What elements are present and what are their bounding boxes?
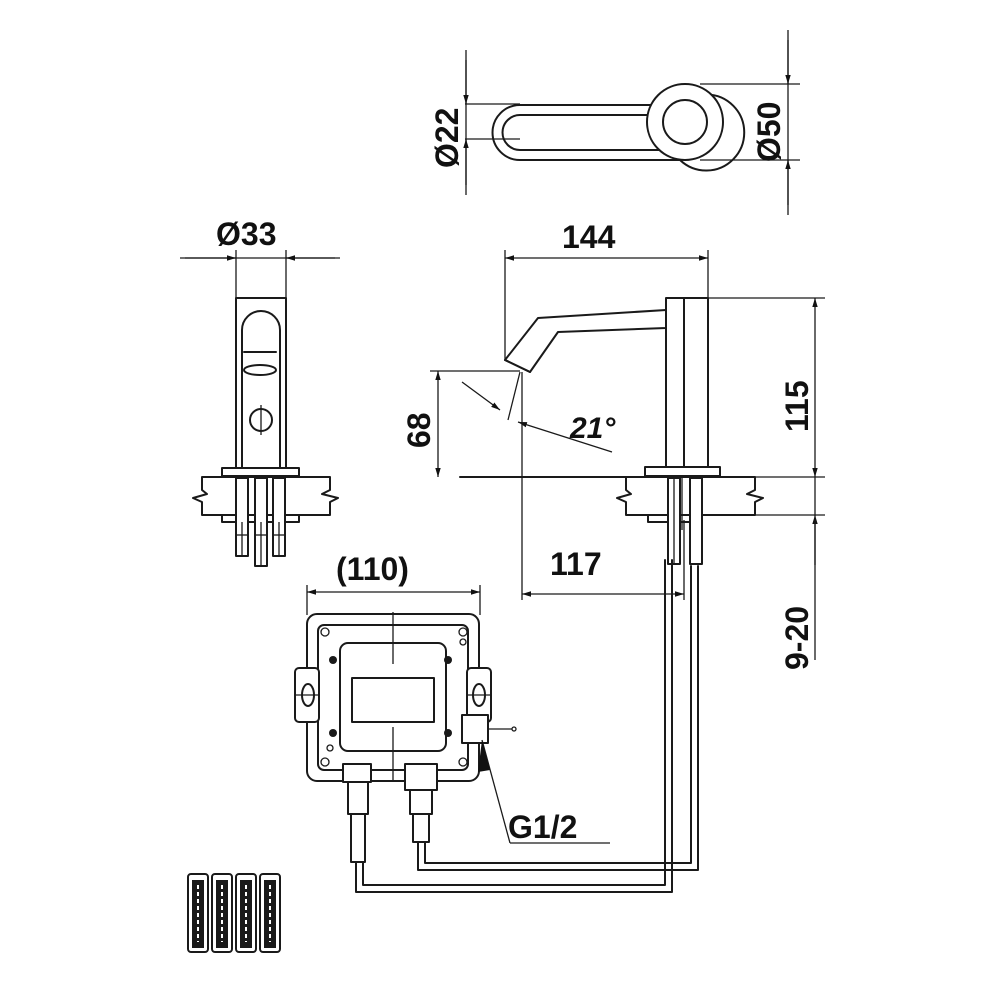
control-box: (110) bbox=[294, 551, 517, 863]
hose-sensor-inner bbox=[362, 559, 666, 886]
hose-water bbox=[417, 565, 699, 871]
front-view-countertop bbox=[192, 476, 339, 516]
battery-icon bbox=[259, 873, 281, 953]
dim-9-20: 9-20 bbox=[779, 606, 815, 670]
top-view-slot bbox=[501, 114, 671, 151]
dim-d50: Ø50 bbox=[751, 102, 787, 162]
thread-leader bbox=[481, 739, 511, 844]
top-view-spout bbox=[491, 93, 746, 172]
hose-water-inner bbox=[424, 565, 692, 864]
front-view-spout-profile bbox=[241, 310, 281, 469]
dim-angle: 21° bbox=[569, 412, 616, 445]
side-view: 144 115 9-20 68 21° bbox=[401, 219, 825, 670]
battery-icon bbox=[235, 873, 257, 953]
dim-68: 68 bbox=[401, 412, 437, 448]
dim-117: 117 bbox=[550, 546, 602, 582]
side-view-spout bbox=[504, 309, 667, 373]
top-view-base-outer bbox=[646, 83, 724, 161]
dim-144: 144 bbox=[562, 219, 616, 255]
side-view-body bbox=[665, 297, 709, 469]
front-view: Ø33 bbox=[180, 216, 340, 567]
dim-thread: G1/2 bbox=[508, 809, 577, 845]
hose-sensor bbox=[355, 559, 673, 893]
dim-d22: Ø22 bbox=[429, 108, 465, 168]
top-view: Ø22 Ø50 bbox=[429, 30, 800, 215]
battery-icon bbox=[211, 873, 233, 953]
battery-pack bbox=[187, 873, 281, 953]
control-box-window bbox=[351, 677, 435, 723]
dim-d33: Ø33 bbox=[216, 216, 276, 252]
top-view-base-inner bbox=[662, 99, 708, 145]
battery-icon bbox=[187, 873, 209, 953]
dim-115: 115 bbox=[779, 380, 815, 432]
dim-110: (110) bbox=[336, 551, 409, 587]
